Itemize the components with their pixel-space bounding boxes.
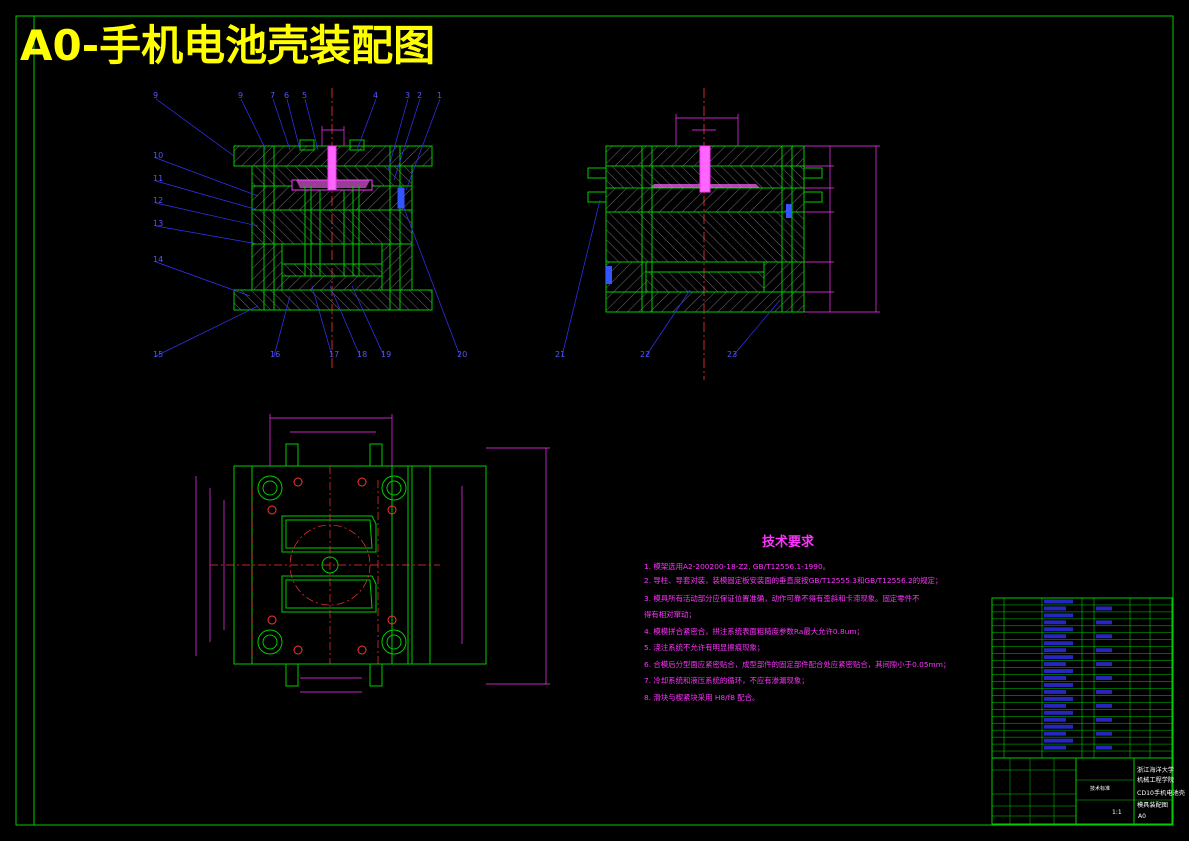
callout-label: 20 bbox=[457, 350, 467, 359]
title-block-drawing-name: CD10手机电池壳 bbox=[1137, 789, 1185, 797]
parts-cell-fill bbox=[1044, 738, 1073, 743]
front-leaders bbox=[155, 98, 461, 357]
parts-cell-fill bbox=[1044, 731, 1066, 736]
callout-label: 1 bbox=[437, 91, 442, 100]
parts-cell-fill bbox=[1044, 662, 1066, 667]
parts-cell-fill bbox=[1044, 655, 1073, 660]
parts-cell-fill bbox=[1044, 648, 1066, 653]
parts-cell-fill bbox=[1096, 620, 1112, 625]
parts-cell-fill bbox=[1044, 724, 1073, 729]
side-section-view bbox=[587, 88, 880, 380]
parts-cell-fill bbox=[1044, 641, 1073, 646]
tech-req-item: 2. 导柱、导套对装，装模固定板安装面的垂直度按GB/T12555.3和GB/T… bbox=[644, 576, 942, 585]
tech-req-item: 5. 浇注系统不允许有明显擦痕现象； bbox=[644, 643, 764, 652]
parts-cell-fill bbox=[1096, 606, 1112, 611]
drawing-title: A0-手机电池壳装配图 bbox=[20, 21, 435, 70]
callout-label: 16 bbox=[270, 350, 280, 359]
front-callout-labels: 9 9 7 6 5 4 3 2 1 10 11 12 13 14 15 16 1… bbox=[153, 91, 467, 359]
callout-label: 18 bbox=[357, 350, 367, 359]
parts-cell-fill bbox=[1096, 662, 1112, 667]
tech-requirements: 技术要求 1. 模架选用A2-200200-18-Z2, GB/T12556.1… bbox=[644, 534, 950, 702]
callout-label: 15 bbox=[153, 350, 163, 359]
parts-cell-fill bbox=[1044, 717, 1066, 722]
front-section-view bbox=[233, 88, 433, 370]
callout-label: 9 bbox=[153, 91, 158, 100]
callout-label: 12 bbox=[153, 196, 163, 205]
callout-label: 6 bbox=[284, 91, 289, 100]
callout-label: 7 bbox=[270, 91, 275, 100]
callout-label: 2 bbox=[417, 91, 422, 100]
parts-cell-fill bbox=[1044, 613, 1073, 618]
tech-req-item: 得有相对窜动； bbox=[644, 610, 696, 619]
parts-cell-fill bbox=[1096, 731, 1112, 736]
callout-label: 9 bbox=[238, 91, 243, 100]
parts-cell-fill bbox=[1096, 676, 1112, 680]
inner-frame bbox=[33, 15, 1174, 826]
title-block-material: 技术标准 bbox=[1090, 785, 1110, 792]
plan-view bbox=[195, 414, 550, 693]
side-leaders bbox=[561, 199, 781, 357]
parts-cell-fill bbox=[1096, 717, 1112, 722]
parts-cell-fill bbox=[1096, 703, 1112, 708]
callout-label: 23 bbox=[727, 350, 737, 359]
parts-cell-fill bbox=[1044, 620, 1066, 625]
title-block: 技术标准 浙江海洋大学 机械工程学院 CD10手机电池壳 模具装配图 1:1 A… bbox=[991, 757, 1185, 825]
callout-label: 14 bbox=[153, 255, 163, 264]
callout-label: 5 bbox=[302, 91, 307, 100]
parts-cell-fill bbox=[1096, 648, 1112, 653]
callout-label: 11 bbox=[153, 174, 163, 183]
callout-label: 21 bbox=[555, 350, 565, 359]
parts-cell-fill bbox=[1044, 682, 1073, 687]
callout-label: 4 bbox=[373, 91, 378, 100]
parts-cell-fill bbox=[1044, 710, 1073, 715]
callout-label: 10 bbox=[153, 151, 163, 160]
title-block-sheet: A0 bbox=[1138, 813, 1146, 820]
parts-cell-fill bbox=[1044, 606, 1066, 611]
tech-req-item: 1. 模架选用A2-200200-18-Z2, GB/T12556.1-1990… bbox=[644, 562, 830, 571]
parts-cell-fill bbox=[1044, 689, 1066, 694]
title-block-scale: 1:1 bbox=[1112, 809, 1122, 816]
parts-cell-fill bbox=[1044, 634, 1066, 639]
callout-label: 22 bbox=[640, 350, 650, 359]
parts-cell-fill bbox=[1096, 634, 1112, 639]
tech-req-item: 3. 模具所有活动部分应保证位置准确，动作可靠不得有歪斜和卡滞现象。固定零件不 bbox=[644, 594, 920, 603]
parts-cell-fill bbox=[1044, 703, 1066, 708]
parts-list bbox=[991, 597, 1173, 759]
parts-cell-fill bbox=[1044, 676, 1066, 680]
parts-cell-fill bbox=[1096, 689, 1112, 694]
tech-req-heading: 技术要求 bbox=[762, 534, 815, 550]
parts-cell-fill bbox=[1044, 599, 1073, 604]
callout-label: 19 bbox=[381, 350, 391, 359]
side-callout-labels: 21 22 23 bbox=[555, 350, 737, 359]
title-block-subtitle: 模具装配图 bbox=[1137, 801, 1168, 809]
callout-label: 13 bbox=[153, 219, 163, 228]
parts-cell-fill bbox=[1044, 696, 1073, 701]
callout-label: 17 bbox=[329, 350, 339, 359]
title-block-dept: 机械工程学院 bbox=[1137, 776, 1174, 784]
title-block-school: 浙江海洋大学 bbox=[1137, 766, 1174, 774]
outer-frame bbox=[15, 15, 1174, 826]
tech-req-item: 6. 合模后分型面应紧密贴合，成型部件的固定部件配合处应紧密贴合，其间隙小于0.… bbox=[644, 660, 950, 669]
parts-cell-fill bbox=[1096, 745, 1112, 750]
parts-cell-fill bbox=[1044, 745, 1066, 750]
callout-label: 3 bbox=[405, 91, 410, 100]
parts-cell-fill bbox=[1044, 669, 1073, 674]
tech-req-item: 8. 滑块与楔紧块采用 H8/f8 配合。 bbox=[644, 693, 759, 702]
parts-cell-fill bbox=[1044, 627, 1073, 632]
tech-req-item: 7. 冷却系统和液压系统的循环，不应有渗漏现象； bbox=[644, 676, 809, 685]
tech-req-item: 4. 模模拼合紧密合，拼注系统表面粗糙度参数Ra最大允许0.8um； bbox=[644, 627, 864, 636]
